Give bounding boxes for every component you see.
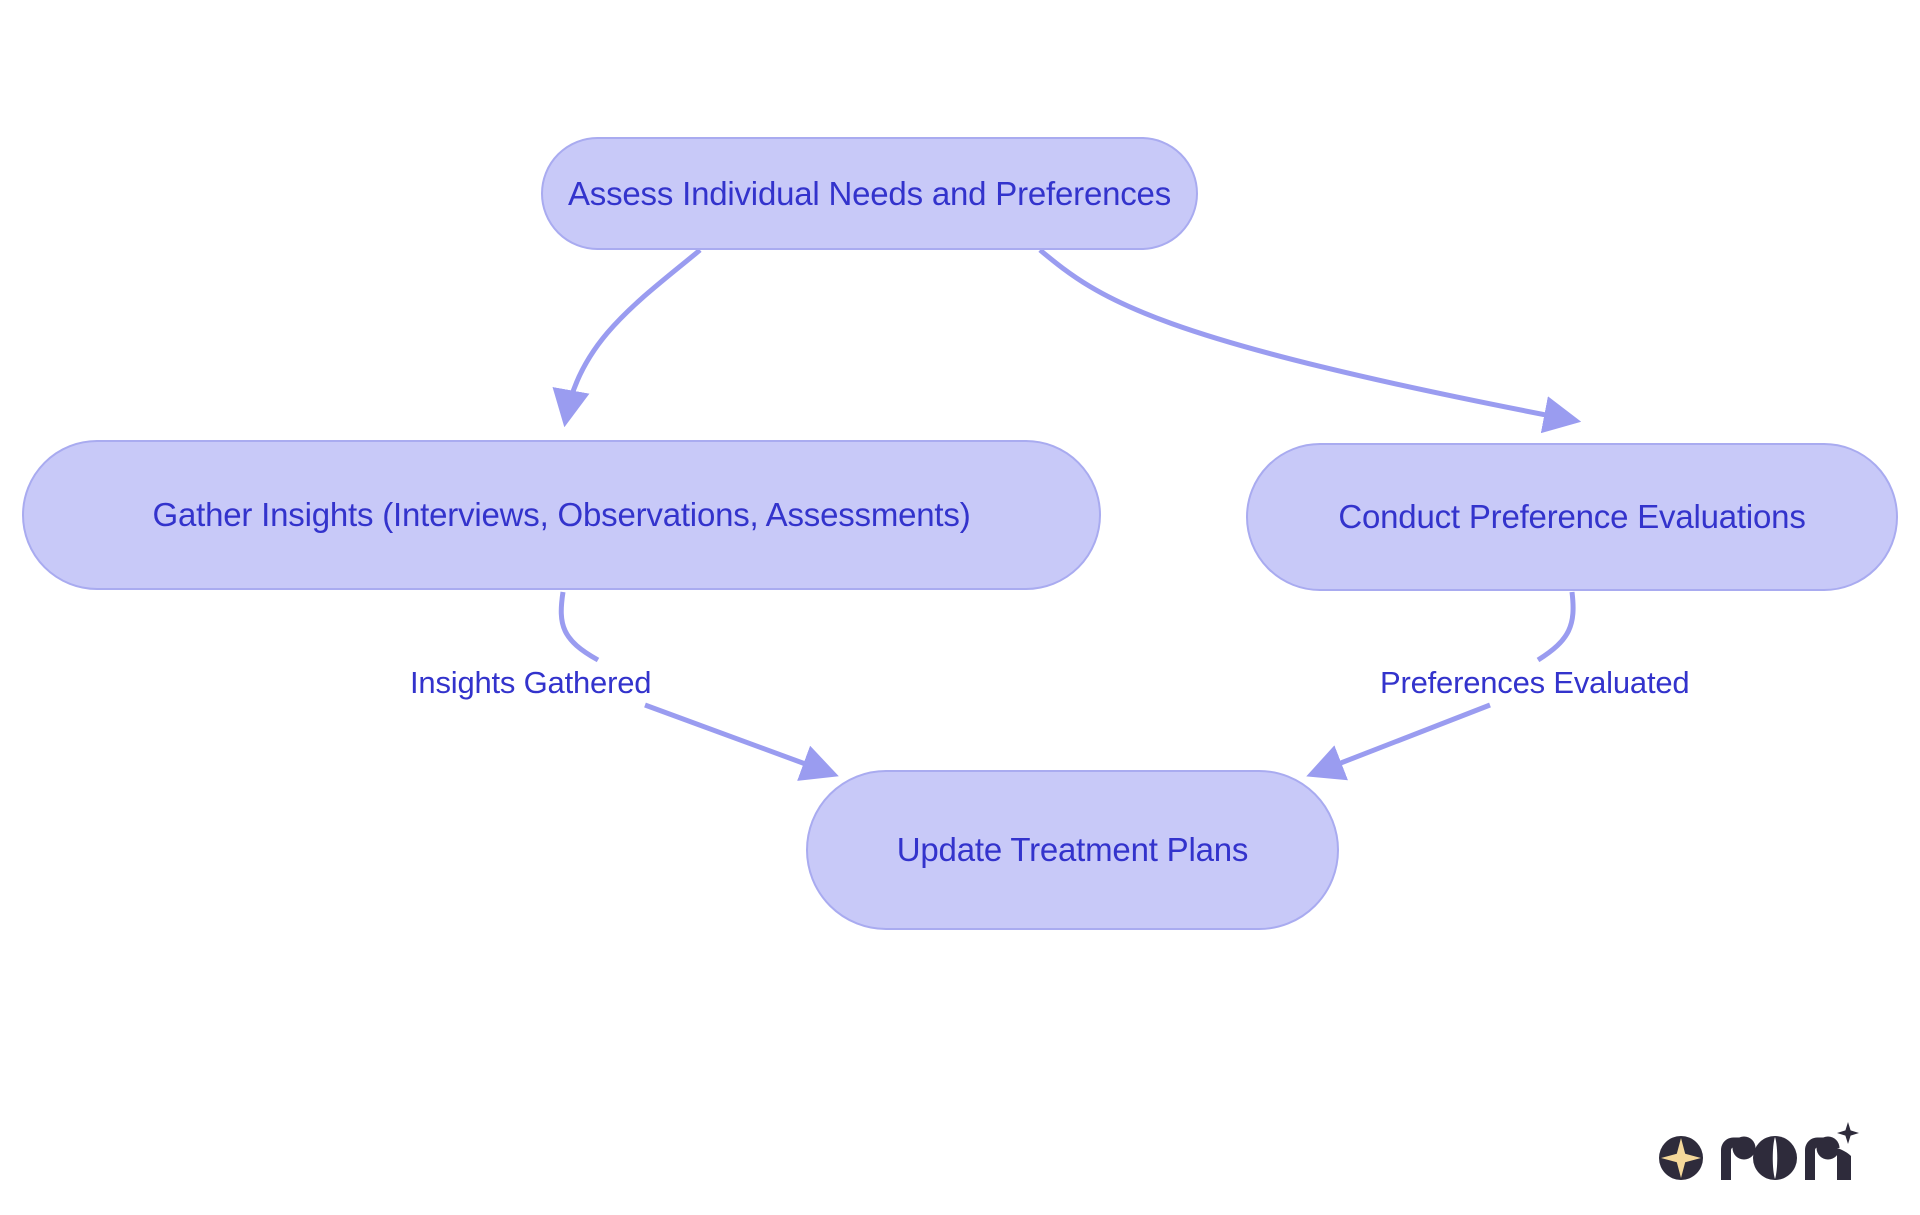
edge-label-preferences-evaluated: Preferences Evaluated bbox=[1380, 665, 1690, 700]
node-assess-individual-needs-and-preferences[interactable]: Assess Individual Needs and Preferences bbox=[541, 137, 1198, 250]
node-label: Assess Individual Needs and Preferences bbox=[567, 174, 1172, 212]
edge-conduct-to-update-upper bbox=[1536, 591, 1576, 663]
node-update-treatment-plans[interactable]: Update Treatment Plans bbox=[806, 770, 1339, 930]
logo-sparkle-icon bbox=[1837, 1122, 1859, 1144]
logo-letter-r-2 bbox=[1805, 1137, 1825, 1180]
logo-letter-i bbox=[1837, 1148, 1851, 1180]
edge-gather-to-update-lower bbox=[644, 702, 839, 781]
node-gather-insights[interactable]: Gather Insights (Interviews, Observation… bbox=[22, 440, 1101, 590]
edge-gather-to-update-upper bbox=[558, 591, 600, 663]
node-conduct-preference-evaluations[interactable]: Conduct Preference Evaluations bbox=[1246, 443, 1898, 591]
logo-letter-o-slit bbox=[1772, 1137, 1778, 1179]
edge-label-insights-gathered: Insights Gathered bbox=[410, 665, 652, 700]
logo-star-icon bbox=[1661, 1138, 1701, 1178]
edge-conduct-to-update-lower bbox=[1306, 702, 1491, 781]
node-label: Gather Insights (Interviews, Observation… bbox=[152, 496, 971, 533]
rori-logo bbox=[1659, 1122, 1859, 1180]
edge-assess-to-gather bbox=[552, 248, 702, 428]
node-label: Update Treatment Plans bbox=[896, 831, 1249, 868]
logo-letter-i-cut bbox=[1837, 1148, 1851, 1156]
logo-letter-r-2-dot bbox=[1816, 1136, 1840, 1160]
logo-letter-r-1-dot bbox=[1732, 1136, 1756, 1160]
edge-assess-to-conduct bbox=[1038, 248, 1582, 434]
logo-letter-r-1 bbox=[1721, 1137, 1741, 1180]
node-label: Conduct Preference Evaluations bbox=[1338, 498, 1806, 535]
